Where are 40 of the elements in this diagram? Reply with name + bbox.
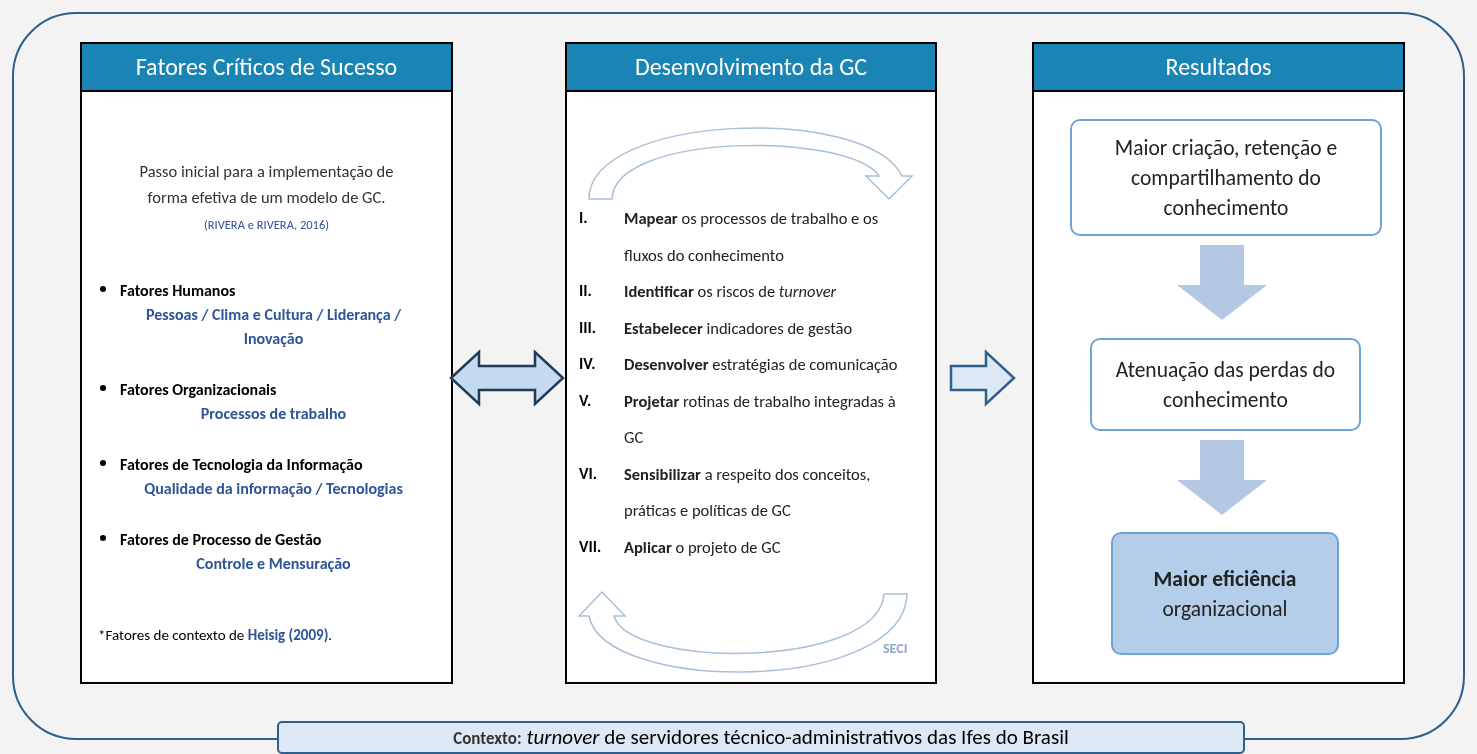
roman-numeral: V. bbox=[579, 389, 593, 412]
result-text: Atenuação das perdas do conhecimento bbox=[1114, 355, 1337, 415]
panel-header: Resultados bbox=[1034, 44, 1403, 92]
step-text: Aplicar o projeto de GC bbox=[624, 535, 781, 559]
step-text: Desenvolver estratégias de comunicação bbox=[624, 353, 898, 376]
block-arrow bbox=[1177, 245, 1267, 320]
factor-detail: Qualidade da informação / Tecnologias bbox=[143, 477, 404, 500]
context-label: Contexto: turnover de servidores técnico-administrativos das Ifes do Brasil bbox=[277, 721, 1245, 754]
step-text: Estabelecer indicadores de gestão bbox=[624, 316, 853, 340]
result-box bbox=[1070, 119, 1382, 236]
panel bbox=[80, 42, 453, 684]
footnote: *Fatores de contexto de Heisig (2009). bbox=[98, 624, 334, 646]
roman-numeral: VI. bbox=[579, 462, 598, 485]
factor-heading: Fatores de Processo de Gestão bbox=[120, 528, 322, 551]
factor-detail: Pessoas / Clima e Cultura / Liderança / Inovação bbox=[144, 303, 403, 350]
panel bbox=[565, 42, 937, 684]
roman-numeral: II. bbox=[579, 280, 593, 302]
intro-text: Passo inicial para a implementação de forma efetiva de um modelo de GC. bbox=[138, 160, 395, 209]
block-arrow bbox=[1177, 440, 1267, 515]
block-arrow bbox=[949, 349, 1016, 407]
result-box bbox=[1090, 338, 1361, 431]
result-box bbox=[1111, 532, 1339, 655]
panel-header: Fatores Críticos de Sucesso bbox=[82, 44, 451, 92]
cycle-label: SECI bbox=[883, 639, 908, 659]
result-text: Maior criação, retenção e compartilhamento do conhecimento bbox=[1113, 133, 1339, 223]
roman-numeral: III. bbox=[579, 316, 598, 339]
factor-heading: Fatores Organizacionais bbox=[120, 378, 277, 401]
roman-numeral: VII. bbox=[579, 535, 603, 558]
citation: (RIVERA e RIVERA, 2016) bbox=[202, 216, 331, 234]
result-text: Maior eficiência organizacional bbox=[1152, 564, 1298, 624]
panel-header: Desenvolvimento da GC bbox=[567, 44, 935, 92]
roman-numeral: IV. bbox=[579, 353, 597, 375]
step-text: Identificar os riscos de turnover bbox=[624, 280, 837, 303]
factor-heading: Fatores de Tecnologia da Informação bbox=[120, 453, 363, 476]
roman-numeral: I. bbox=[579, 207, 589, 229]
block-arrow bbox=[449, 349, 565, 407]
factor-detail: Processos de trabalho bbox=[199, 402, 348, 425]
panel bbox=[1032, 42, 1405, 684]
factor-heading: Fatores Humanos bbox=[120, 279, 236, 302]
factor-detail: Controle e Mensuração bbox=[195, 552, 352, 575]
